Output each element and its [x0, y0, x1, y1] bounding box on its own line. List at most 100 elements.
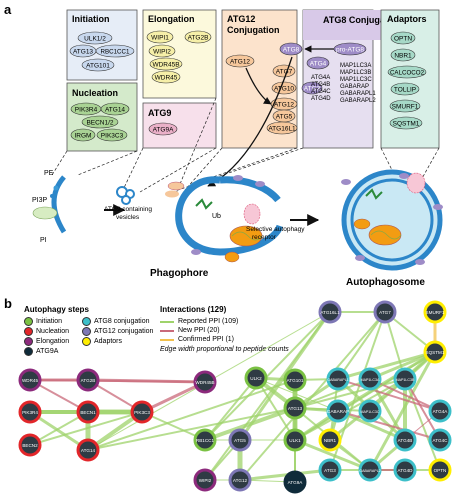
node-atg14[interactable]: ATG14 [76, 438, 100, 462]
node-ulk2[interactable]: ULK2 [244, 366, 268, 390]
node-circle [318, 300, 342, 324]
label-ub: Ub [212, 213, 221, 220]
node-atg13[interactable]: ATG13 [283, 396, 307, 420]
node-map1lc3c[interactable]: MAP1LC3C [358, 399, 382, 423]
label-vesicles-1: ATG9 containing [104, 206, 152, 213]
nucleation-box: Nucleation PIK3R4 ATG14 BECN1/2 IRGM PIK… [66, 82, 138, 152]
node-circle [428, 458, 452, 482]
node-circle [193, 468, 217, 492]
node-gabarapl2[interactable]: GABARAPL2 [358, 458, 382, 482]
legend-note: Edge width proportional to peptide count… [160, 346, 289, 353]
node-becn1[interactable]: BECN1 [76, 400, 100, 424]
node-atg4d[interactable]: ATG4D [393, 458, 417, 482]
legend-step-swatch [82, 337, 91, 346]
node-ulk1[interactable]: ULK1 [283, 428, 307, 452]
node-atg7[interactable]: ATG7 [373, 300, 397, 324]
label-pe: PE [44, 170, 54, 177]
edge-ulk1-gabarapl2 [294, 438, 371, 472]
legend-step-label: ATG12 conjugation [94, 328, 154, 335]
node-gabarap[interactable]: GABARAP [326, 399, 350, 423]
node-optn[interactable]: OPTN [428, 458, 452, 482]
node-map1lc3b[interactable]: MAP1LC3B [393, 367, 417, 391]
atg8-title: ATG8 Conjugation [323, 15, 401, 25]
node-label: ATG9A [288, 480, 304, 485]
node-circle [428, 428, 452, 452]
legend-step-initiation: Initiation [24, 317, 62, 326]
edge-atg4a-map1lc3a [369, 378, 441, 412]
node-circle [283, 470, 307, 494]
node-rb1cc1[interactable]: RB1CC1 [193, 428, 217, 452]
node-map1lc3a[interactable]: MAP1LC3A [358, 367, 382, 391]
atg12-item-2: ATG7 [276, 69, 293, 76]
edge-atg13-atg14 [87, 407, 296, 451]
node-pik3r4[interactable]: PIK3R4 [18, 400, 42, 424]
elongation-item-1: WIPI1 [151, 35, 169, 42]
node-label: ATG4C [433, 438, 449, 443]
edge-becn2-pik3c3 [29, 411, 143, 446]
node-circle [228, 428, 252, 452]
node-label: BECN1 [80, 410, 96, 415]
node-atg4b[interactable]: ATG4B [393, 428, 417, 452]
nucleation-item-3: BECN1/2 [86, 120, 113, 127]
legend-step-swatch [82, 327, 91, 336]
node-wdr45b[interactable]: WDR45B [193, 370, 217, 394]
legend-step-label: ATG8 conjugation [94, 318, 150, 325]
atg12-item-3: ATG10 [274, 86, 294, 93]
node-label: WIPI2 [199, 478, 212, 483]
lc3-list-3: MAP1LC3C [340, 77, 372, 83]
elongation-item-4: WDR45B [152, 62, 179, 69]
legend-interaction-label: New PPI (20) [178, 327, 220, 334]
node-atg16l1[interactable]: ATG16L1 [318, 300, 342, 324]
legend-interaction-item: New PPI (20) [160, 326, 360, 335]
node-becn2[interactable]: BECN2 [18, 433, 42, 457]
node-atg4a[interactable]: ATG4A [428, 399, 452, 423]
legend-step-atg8-conjugation: ATG8 conjugation [82, 317, 150, 326]
node-label: NBR1 [324, 438, 337, 443]
node-sqstm1[interactable]: SQSTM1 [423, 340, 447, 364]
atg9-title: ATG9 [148, 108, 171, 118]
node-atg2b[interactable]: ATG2B [76, 368, 100, 392]
label-receptor-2: receptor [252, 234, 277, 241]
node-label: ATG101 [287, 378, 304, 383]
node-circle [283, 396, 307, 420]
node-smurf1[interactable]: SMURF1 [423, 300, 447, 324]
nucleation-item-4: IRGM [75, 133, 92, 140]
atg12-item-5: ATG5 [276, 114, 293, 121]
node-nbr1[interactable]: NBR1 [318, 428, 342, 452]
node-circle [358, 458, 382, 482]
legend-step-label: Adaptors [94, 338, 123, 345]
node-circle [318, 458, 342, 482]
node-atg4c[interactable]: ATG4C [428, 428, 452, 452]
node-label: GABARAP [327, 409, 349, 414]
label-receptor-1: Selective autophagy [246, 226, 305, 233]
node-atg5[interactable]: ATG5 [228, 428, 252, 452]
node-atg3[interactable]: ATG3 [318, 458, 342, 482]
lc3-list-5: GABARAPL1 [340, 91, 376, 97]
atg12-title-1: ATG12 [227, 14, 255, 24]
edge-atg7-atg12 [239, 311, 386, 481]
node-label: PIK3C3 [134, 410, 150, 415]
edge-ulk2-rb1cc1 [204, 377, 257, 441]
label-vesicles-2: vesicles [116, 214, 140, 221]
node-atg9a[interactable]: ATG9A [283, 470, 307, 494]
node-label: RB1CC1 [196, 438, 215, 443]
node-wdr45[interactable]: WDR45 [18, 368, 42, 392]
initiation-box: Initiation ULK1/2 ATG13 RBC1CC1 ATG101 [66, 9, 138, 81]
edge-atg7-map1lc3b [384, 311, 406, 380]
nucleation-item-2: ATG14 [105, 107, 125, 114]
node-atg12[interactable]: ATG12 [228, 468, 252, 492]
node-gabarapl1[interactable]: GABARAPL1 [326, 367, 350, 391]
node-circle [193, 370, 217, 394]
node-pik3c3[interactable]: PIK3C3 [130, 400, 154, 424]
node-wipi2[interactable]: WIPI2 [193, 468, 217, 492]
initiation-item-2: ATG13 [73, 49, 93, 56]
edge-atg7-gabarapl1 [337, 311, 386, 380]
nucleation-title: Nucleation [72, 88, 118, 98]
lc3-list-1: MAP1LC3A [340, 63, 371, 69]
label-phagophore: Phagophore [150, 268, 209, 279]
edge-atg101-atg14 [87, 379, 296, 451]
node-circle [428, 399, 452, 423]
legend-step-label: Elongation [36, 338, 70, 345]
node-atg101[interactable]: ATG101 [283, 368, 307, 392]
panel-b-letter: b [4, 296, 12, 311]
